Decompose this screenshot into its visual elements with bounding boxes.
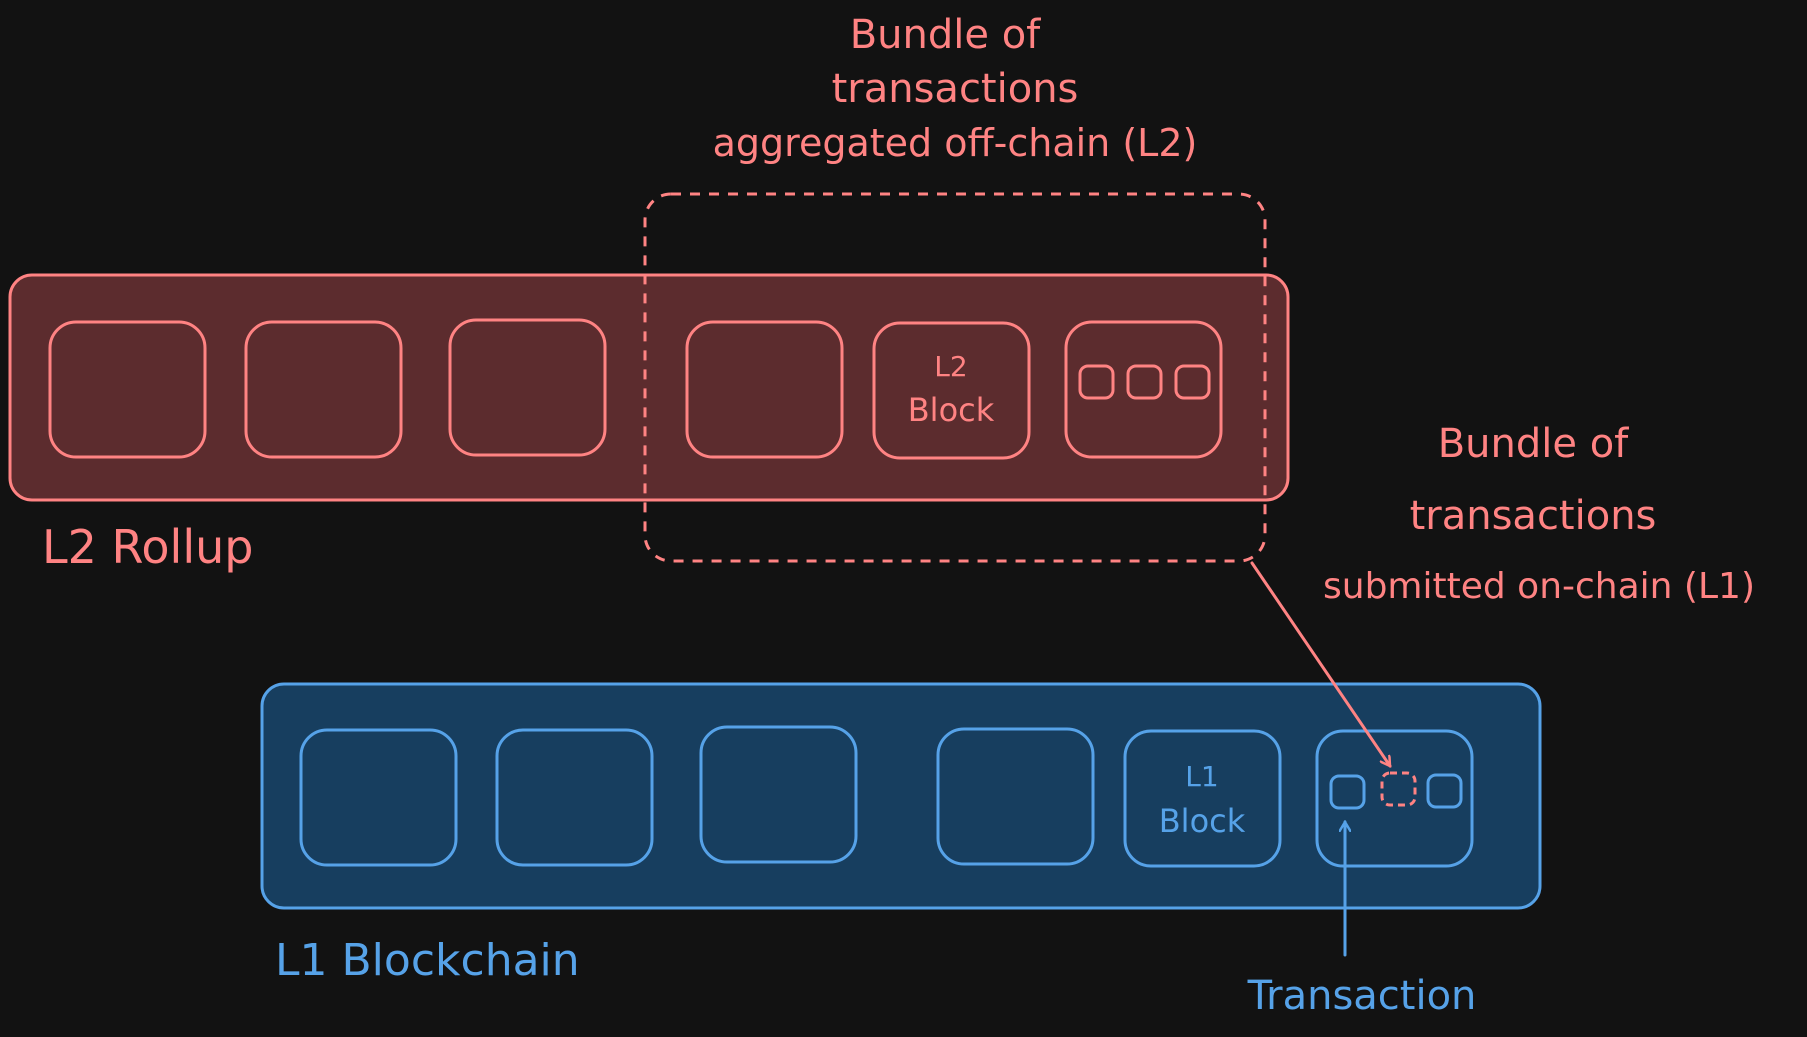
l1-block-4 <box>936 727 1095 866</box>
l2-block-text-line1: L2 <box>934 350 967 383</box>
l2-block-2 <box>244 320 403 459</box>
l1-block-3 <box>699 725 858 864</box>
l1-block-6-bundle <box>1315 729 1474 868</box>
l1-blockchain-chain: L1 Block <box>260 682 1542 910</box>
aggregated-caption-line3: aggregated off-chain (L2) <box>713 121 1198 165</box>
aggregated-caption: Bundle of transactions aggregated off-ch… <box>713 12 1198 165</box>
aggregated-caption-line2: transactions <box>832 66 1079 112</box>
submitted-caption-line2: transactions <box>1410 493 1657 539</box>
l1-chain-container <box>260 682 1542 910</box>
submit-arrow <box>1250 561 1392 766</box>
l2-rollup-chain: L2 Block <box>8 273 1290 502</box>
submitted-caption-line3: submitted on-chain (L1) <box>1323 566 1755 607</box>
l1-blockchain-label: L1 Blockchain <box>275 935 580 986</box>
l1-block-5 <box>1123 729 1282 868</box>
l1-block-1 <box>299 728 458 867</box>
submitted-caption: Bundle of transactions submitted on-chai… <box>1323 421 1755 607</box>
submitted-caption-line1: Bundle of <box>1438 421 1629 467</box>
l2-tx-1 <box>1078 364 1115 400</box>
aggregated-caption-line1: Bundle of <box>850 12 1041 58</box>
l1-tx-3 <box>1426 773 1463 809</box>
l2-rollup-label: L2 Rollup <box>42 520 253 574</box>
l2-chain-container <box>8 273 1290 502</box>
l1-block-text-line1: L1 <box>1185 760 1218 793</box>
l2-block-3 <box>448 318 607 457</box>
l1-block-text-line2: Block <box>1159 802 1246 840</box>
l2-tx-3 <box>1174 364 1211 400</box>
transaction-label: Transaction <box>1247 973 1477 1019</box>
l1-tx-bundle-dashed <box>1380 771 1417 807</box>
l2-block-4 <box>685 320 844 459</box>
l2-bundle-dashed-outline <box>643 192 1267 563</box>
l2-block-1 <box>48 320 207 459</box>
l1-block-2 <box>495 728 654 867</box>
l2-block-5 <box>872 321 1031 460</box>
l2-block-6-bundle <box>1064 320 1223 459</box>
l2-tx-2 <box>1126 364 1163 400</box>
l2-block-text-line2: Block <box>908 391 995 429</box>
l1-tx-1 <box>1329 774 1366 810</box>
